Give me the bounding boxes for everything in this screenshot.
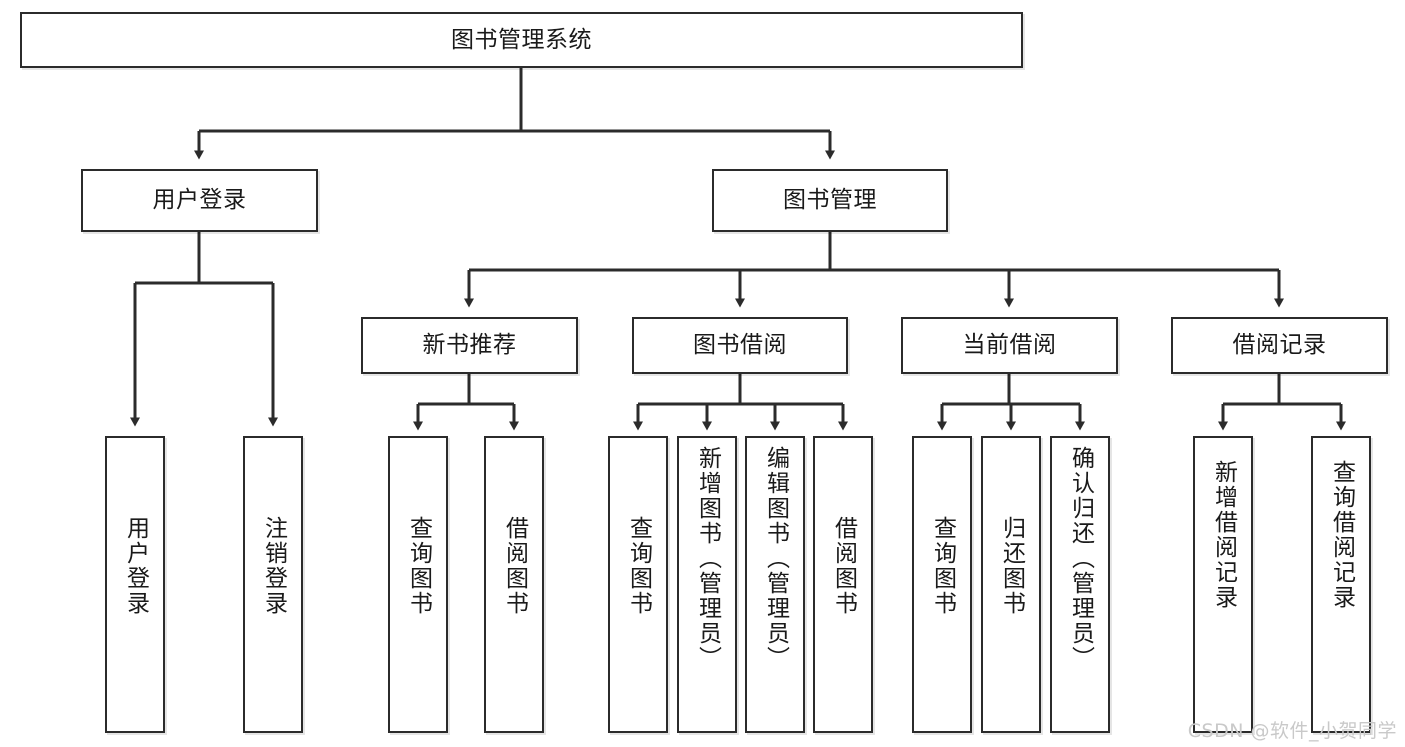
node-borrow-record-label: 借阅记录	[1232, 332, 1327, 359]
node-new-book-recommend[interactable]: 新书推荐	[361, 317, 578, 374]
node-leaf-edit-book-admin-label: 编辑图书（管理员）	[762, 446, 789, 671]
node-leaf-confirm-return-admin[interactable]: 确认归还（管理员）	[1050, 436, 1110, 733]
node-leaf-add-book-admin-label: 新增图书（管理员）	[694, 446, 721, 671]
node-leaf-logout-label: 注销登录	[260, 516, 287, 616]
node-leaf-query-borrow-record[interactable]: 查询借阅记录	[1311, 436, 1371, 733]
node-leaf-user-login[interactable]: 用户登录	[105, 436, 165, 733]
node-leaf-add-borrow-record[interactable]: 新增借阅记录	[1193, 436, 1253, 733]
node-leaf-confirm-return-admin-label: 确认归还（管理员）	[1067, 446, 1094, 671]
node-leaf-borrow-book-label: 借阅图书	[830, 516, 857, 616]
node-leaf-edit-book-admin[interactable]: 编辑图书（管理员）	[745, 436, 805, 733]
node-leaf-borrow-book-new[interactable]: 借阅图书	[484, 436, 544, 733]
node-leaf-query-book-borrow-label: 查询图书	[625, 516, 652, 616]
node-book-management[interactable]: 图书管理	[712, 169, 948, 232]
node-leaf-add-book-admin[interactable]: 新增图书（管理员）	[677, 436, 737, 733]
node-leaf-query-book-borrow[interactable]: 查询图书	[608, 436, 668, 733]
node-leaf-add-borrow-record-label: 新增借阅记录	[1210, 460, 1237, 610]
node-book-borrow[interactable]: 图书借阅	[632, 317, 848, 374]
node-borrow-record[interactable]: 借阅记录	[1171, 317, 1388, 374]
node-leaf-query-book-current-label: 查询图书	[929, 516, 956, 616]
node-user-login-label: 用户登录	[152, 187, 247, 214]
node-user-login[interactable]: 用户登录	[81, 169, 318, 232]
node-current-borrow[interactable]: 当前借阅	[901, 317, 1118, 374]
node-leaf-return-book-label: 归还图书	[998, 516, 1025, 616]
node-leaf-logout[interactable]: 注销登录	[243, 436, 303, 733]
node-book-borrow-label: 图书借阅	[693, 332, 787, 359]
node-book-management-label: 图书管理	[783, 187, 877, 214]
node-new-book-recommend-label: 新书推荐	[422, 332, 517, 359]
node-leaf-return-book[interactable]: 归还图书	[981, 436, 1041, 733]
node-current-borrow-label: 当前借阅	[962, 332, 1057, 359]
node-root-label: 图书管理系统	[451, 26, 592, 53]
node-leaf-query-book-new[interactable]: 查询图书	[388, 436, 448, 733]
node-leaf-query-book-new-label: 查询图书	[405, 516, 432, 616]
node-leaf-query-borrow-record-label: 查询借阅记录	[1328, 460, 1355, 610]
node-leaf-borrow-book[interactable]: 借阅图书	[813, 436, 873, 733]
node-leaf-user-login-label: 用户登录	[122, 516, 149, 616]
node-leaf-query-book-current[interactable]: 查询图书	[912, 436, 972, 733]
node-leaf-borrow-book-new-label: 借阅图书	[501, 516, 528, 616]
node-root[interactable]: 图书管理系统	[20, 12, 1023, 68]
